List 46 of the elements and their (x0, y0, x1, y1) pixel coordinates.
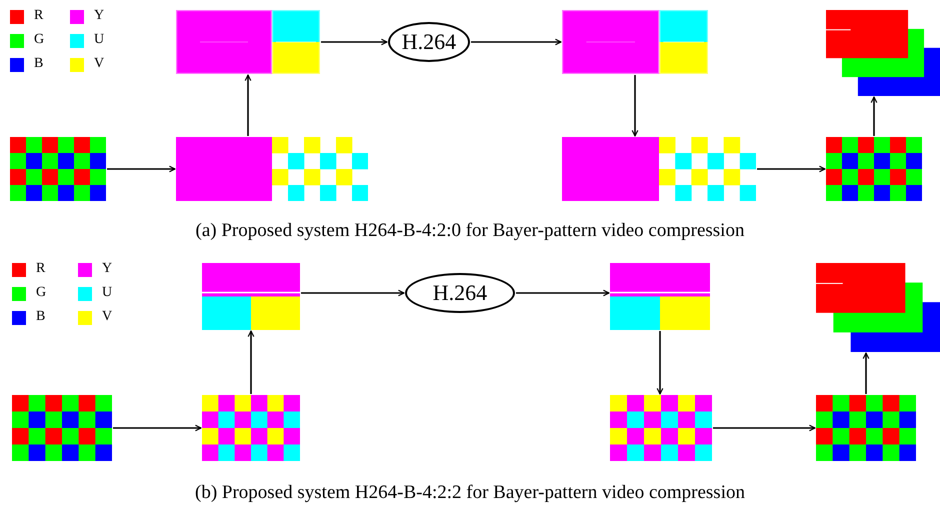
arrow (301, 290, 405, 296)
legend-label: Y (102, 261, 112, 277)
rgb-planes-picture (826, 10, 940, 96)
legend-label: V (102, 309, 112, 325)
bayer-mosaic-picture (816, 395, 916, 461)
codec-label: H.264 (432, 280, 488, 306)
arrow (321, 38, 388, 46)
codec-ellipse (405, 273, 515, 313)
arrow (244, 74, 252, 136)
bayer-mosaic-picture (826, 137, 922, 201)
packed-yuv-frame-picture (202, 263, 300, 330)
arrow (113, 424, 202, 432)
arrow (656, 331, 664, 395)
legend-label: B (36, 309, 46, 325)
arrow (516, 290, 610, 296)
subsampled-yuv-picture (562, 137, 756, 201)
subsampled-yuv-picture (176, 137, 368, 201)
arrow (862, 352, 870, 394)
arrow (757, 166, 826, 172)
legend-label: R (34, 8, 44, 24)
codec-label: H.264 (402, 29, 456, 55)
legend-label: U (94, 32, 104, 48)
rgb-planes-picture (816, 263, 940, 352)
arrow (632, 75, 638, 137)
arrow (870, 96, 878, 136)
figure-caption: (a) Proposed system H264-B-4:2:0 for Bayer-pattern video compression (194, 220, 746, 242)
legend-label: U (102, 285, 112, 301)
yuv-mosaic-picture (202, 395, 300, 461)
legend-label: G (36, 285, 46, 301)
packed-yuv-frame-picture (562, 10, 708, 74)
packed-yuv-frame-picture (610, 263, 710, 330)
arrow (248, 330, 254, 394)
yuv-mosaic-picture (610, 395, 712, 461)
legend-label: B (34, 56, 44, 72)
bayer-mosaic-picture (10, 137, 106, 201)
bayer-mosaic-picture (12, 395, 112, 461)
arrow (107, 166, 176, 172)
codec-ellipse (388, 22, 470, 62)
legend-label: R (36, 261, 46, 277)
arrow (471, 38, 562, 46)
legend-label: G (34, 32, 44, 48)
legend-label: Y (94, 8, 104, 24)
legend-label: V (94, 56, 104, 72)
arrow (713, 424, 816, 432)
figure-caption: (b) Proposed system H264-B-4:2:2 for Bayer-pattern video compression (194, 482, 746, 504)
packed-yuv-frame-picture (176, 10, 320, 74)
